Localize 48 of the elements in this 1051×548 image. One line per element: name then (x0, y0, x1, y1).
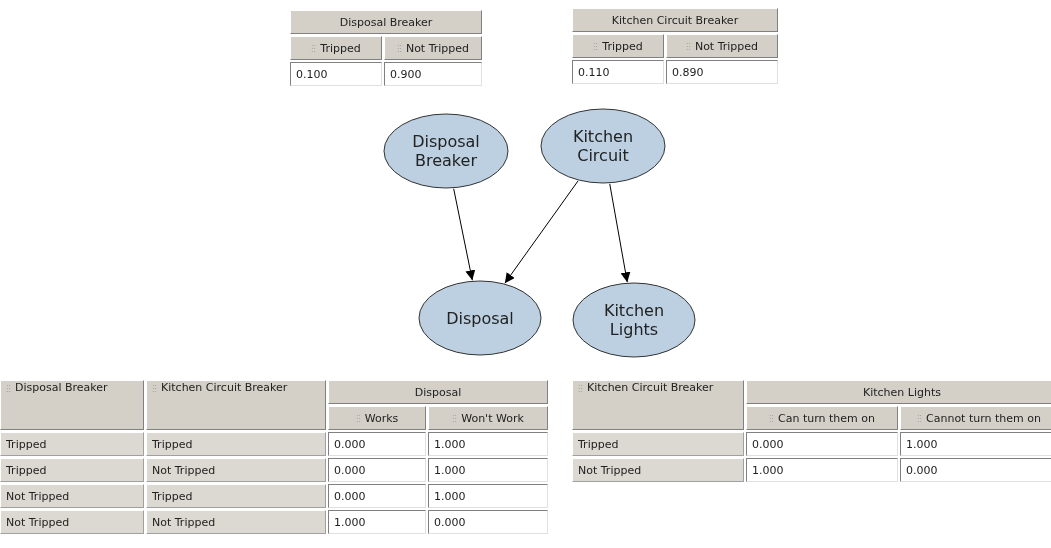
column-header: Kitchen Circuit Breaker (161, 381, 288, 394)
node-label: Disposal (445, 308, 515, 328)
column-header: Tripped (602, 39, 643, 53)
column-header: Can turn them on (778, 411, 875, 425)
column-header: Not Tripped (405, 41, 470, 55)
header-cell: Kitchen Circuit Breaker (572, 8, 778, 32)
value-cell: 0.000 (328, 458, 426, 482)
value-cell: 1.000 (900, 432, 1051, 456)
column-header: Not Tripped (694, 39, 759, 53)
header-cell: Disposal Breaker (290, 10, 482, 34)
arrow (453, 188, 476, 281)
node-label: Disposal Breaker (411, 132, 481, 170)
value-cell: 1.000 (428, 458, 548, 482)
row-header-cell: Tripped (146, 484, 326, 508)
row-header-cell: Tripped (146, 432, 326, 456)
value-cell: 1.000 (428, 432, 548, 456)
row-header-cell: Not Tripped (0, 484, 144, 508)
value-cell: 0.900 (384, 62, 482, 86)
value-cell: 0.000 (328, 484, 426, 508)
value-cell: 0.000 (746, 432, 898, 456)
row-header-cell: Not Tripped (146, 510, 326, 534)
value-cell: 1.000 (746, 458, 898, 482)
node-label: Kitchen Lights (602, 301, 666, 339)
value-cell: 0.890 (666, 60, 778, 84)
row-header-cell: Not Tripped (146, 458, 326, 482)
column-header: Won't Work (461, 411, 524, 425)
column-header: Kitchen Circuit Breaker (587, 381, 714, 394)
header-cell: Disposal (328, 380, 548, 404)
value-cell: 0.000 (428, 510, 548, 534)
value-cell: 1.000 (328, 510, 426, 534)
header-cell: Kitchen Lights (746, 380, 1051, 404)
column-header: Tripped (320, 41, 361, 55)
node-label: Kitchen Circuit (571, 127, 635, 165)
row-header-cell: Tripped (572, 432, 744, 456)
arrow (504, 180, 579, 284)
value-cell: 0.000 (328, 432, 426, 456)
row-header-cell: Not Tripped (572, 458, 744, 482)
arrow (609, 183, 631, 283)
column-header: Disposal Breaker (15, 381, 108, 394)
value-cell: 0.100 (290, 62, 382, 86)
value-cell: 1.000 (428, 484, 548, 508)
column-header: Cannot turn them on (926, 411, 1041, 425)
value-cell: 0.000 (900, 458, 1051, 482)
row-header-cell: Tripped (0, 432, 144, 456)
column-header: Works (364, 411, 399, 425)
row-header-cell: Not Tripped (0, 510, 144, 534)
value-cell: 0.110 (572, 60, 664, 84)
row-header-cell: Tripped (0, 458, 144, 482)
